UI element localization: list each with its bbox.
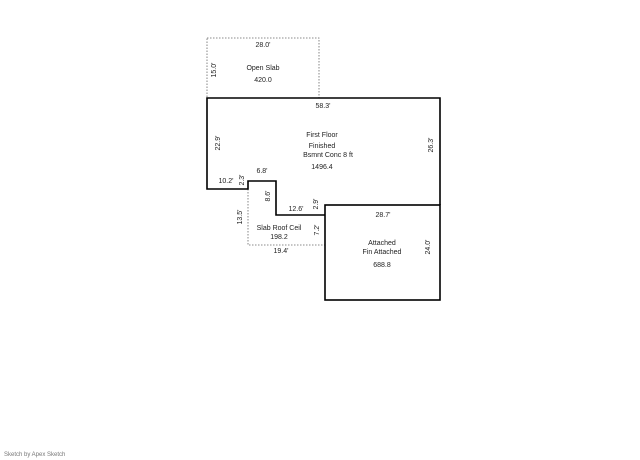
first-floor-dim-step-top: 6.8' (256, 168, 267, 175)
first-floor-dim-step-v2: 8.6' (265, 190, 272, 201)
first-floor-label-line2: Finished (309, 143, 336, 150)
first-floor-area-value: 1496.4 (311, 164, 333, 171)
slab-roof-label: Slab Roof Ceil (257, 225, 302, 232)
attached-area: 28.7' 24.0' Attached Fin Attached 688.8 (324, 204, 441, 301)
first-floor-label-line3: Bsmnt Conc 8 ft (303, 152, 353, 159)
attached-dim-right: 24.0' (425, 240, 432, 255)
first-floor-dim-top: 58.3' (316, 103, 331, 110)
first-floor-area: 58.3' 22.9' 26.3' First Floor Finished B… (206, 97, 441, 216)
open-slab-area: 28.0' 15.0' Open Slab 420.0 (206, 37, 320, 99)
attached-dim-top: 28.7' (376, 212, 391, 219)
attached-area-value: 688.8 (373, 262, 391, 269)
slab-roof-dim-bottom: 19.4' (274, 248, 289, 255)
attached-label-line2: Fin Attached (363, 249, 402, 256)
first-floor-dim-step-v1: 2.3' (239, 174, 246, 185)
slab-roof-dim-left: 13.5' (237, 210, 244, 225)
first-floor-dim-step-v3: 2.9' (313, 198, 320, 209)
slab-roof-area-value: 198.2 (270, 234, 288, 241)
open-slab-dim-top: 28.0' (256, 42, 271, 49)
slab-roof-dim-right: 7.2' (314, 224, 321, 235)
first-floor-label-line1: First Floor (306, 132, 338, 139)
first-floor-dim-right: 26.3' (428, 138, 435, 153)
first-floor-dim-step-mid: 12.6' (289, 206, 304, 213)
slab-roof-area: 13.5' Slab Roof Ceil 198.2 19.4' 7.2' (237, 189, 326, 255)
first-floor-dim-left: 22.9' (215, 136, 222, 151)
open-slab-area-value: 420.0 (254, 77, 272, 84)
sketch-footer: Sketch by Apex Sketch (4, 452, 66, 458)
first-floor-dim-bottom-left: 10.2' (219, 178, 234, 185)
attached-outline (324, 204, 441, 301)
attached-label-line1: Attached (368, 240, 396, 247)
open-slab-dim-left: 15.0' (211, 63, 218, 78)
open-slab-label: Open Slab (246, 65, 279, 72)
first-floor-outline (206, 97, 441, 216)
